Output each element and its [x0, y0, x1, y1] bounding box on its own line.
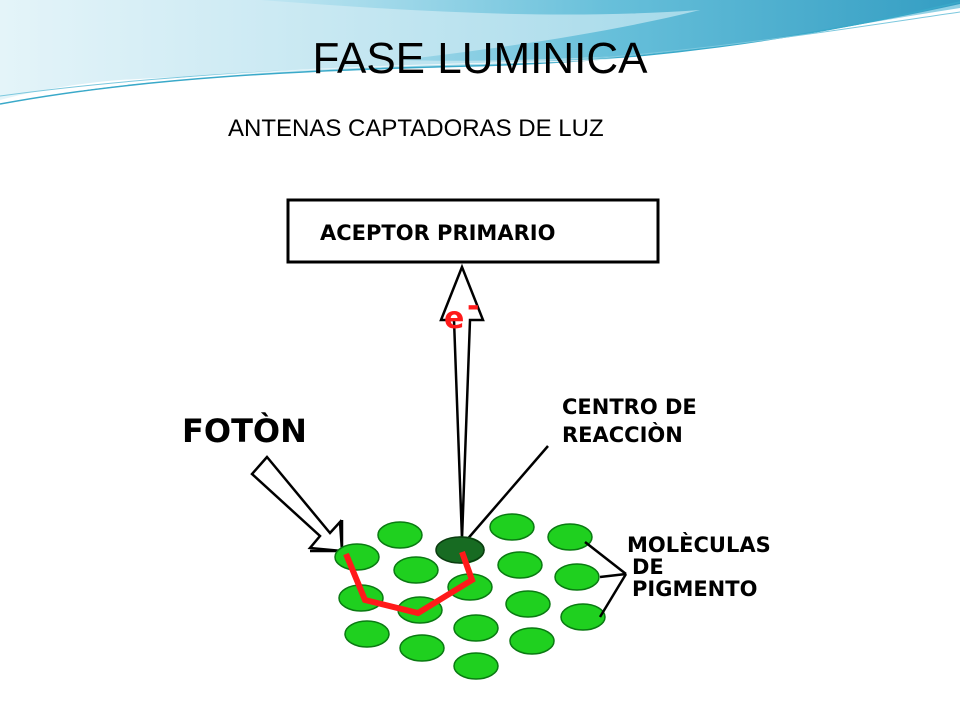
slide-subtitle: ANTENAS CAPTADORAS DE LUZ [228, 115, 604, 142]
pigment-label-line3: PIGMENTO [632, 577, 757, 601]
reaction-center-pointer [464, 445, 549, 543]
pigment-molecule [497, 551, 543, 579]
pigment-molecule [344, 620, 390, 648]
pigment-molecule [393, 556, 439, 584]
reaction-center-label-line2: REACCIÒN [562, 422, 683, 447]
pigment-molecule [399, 634, 445, 662]
pigment-molecule [453, 652, 499, 680]
light-harvesting-diagram: ACEPTOR PRIMARIO e - CENTRO DE REACCIÒN … [160, 170, 876, 710]
pigment-molecule [554, 563, 600, 591]
pigment-molecule [453, 614, 499, 642]
photon-arrow [250, 455, 344, 553]
pigment-molecule [547, 523, 593, 551]
pigment-molecule [334, 543, 380, 571]
reaction-center-label-line1: CENTRO DE [562, 395, 697, 419]
electron-symbol: e [444, 301, 464, 336]
primary-acceptor-label: ACEPTOR PRIMARIO [320, 221, 555, 245]
reaction-center-molecule [435, 536, 485, 564]
slide-title: FASE LUMINICA [312, 34, 648, 83]
photon-label: FOTÒN [182, 411, 307, 450]
pigment-molecule [560, 603, 606, 631]
pigment-molecule-cluster [334, 513, 606, 680]
pigment-molecule [509, 627, 555, 655]
electron-charge: - [467, 289, 479, 324]
pigment-label-line1: MOLÈCULAS [627, 532, 771, 557]
primary-acceptor-box [286, 198, 660, 264]
pigment-molecule [505, 590, 551, 618]
pigment-molecule [489, 513, 535, 541]
pigment-pointer-lines [584, 541, 628, 618]
pigment-molecule [377, 521, 423, 549]
pigment-label-line2: DE [632, 555, 664, 579]
energy-transfer-path [343, 550, 476, 617]
header-wave-decoration [0, 0, 960, 105]
